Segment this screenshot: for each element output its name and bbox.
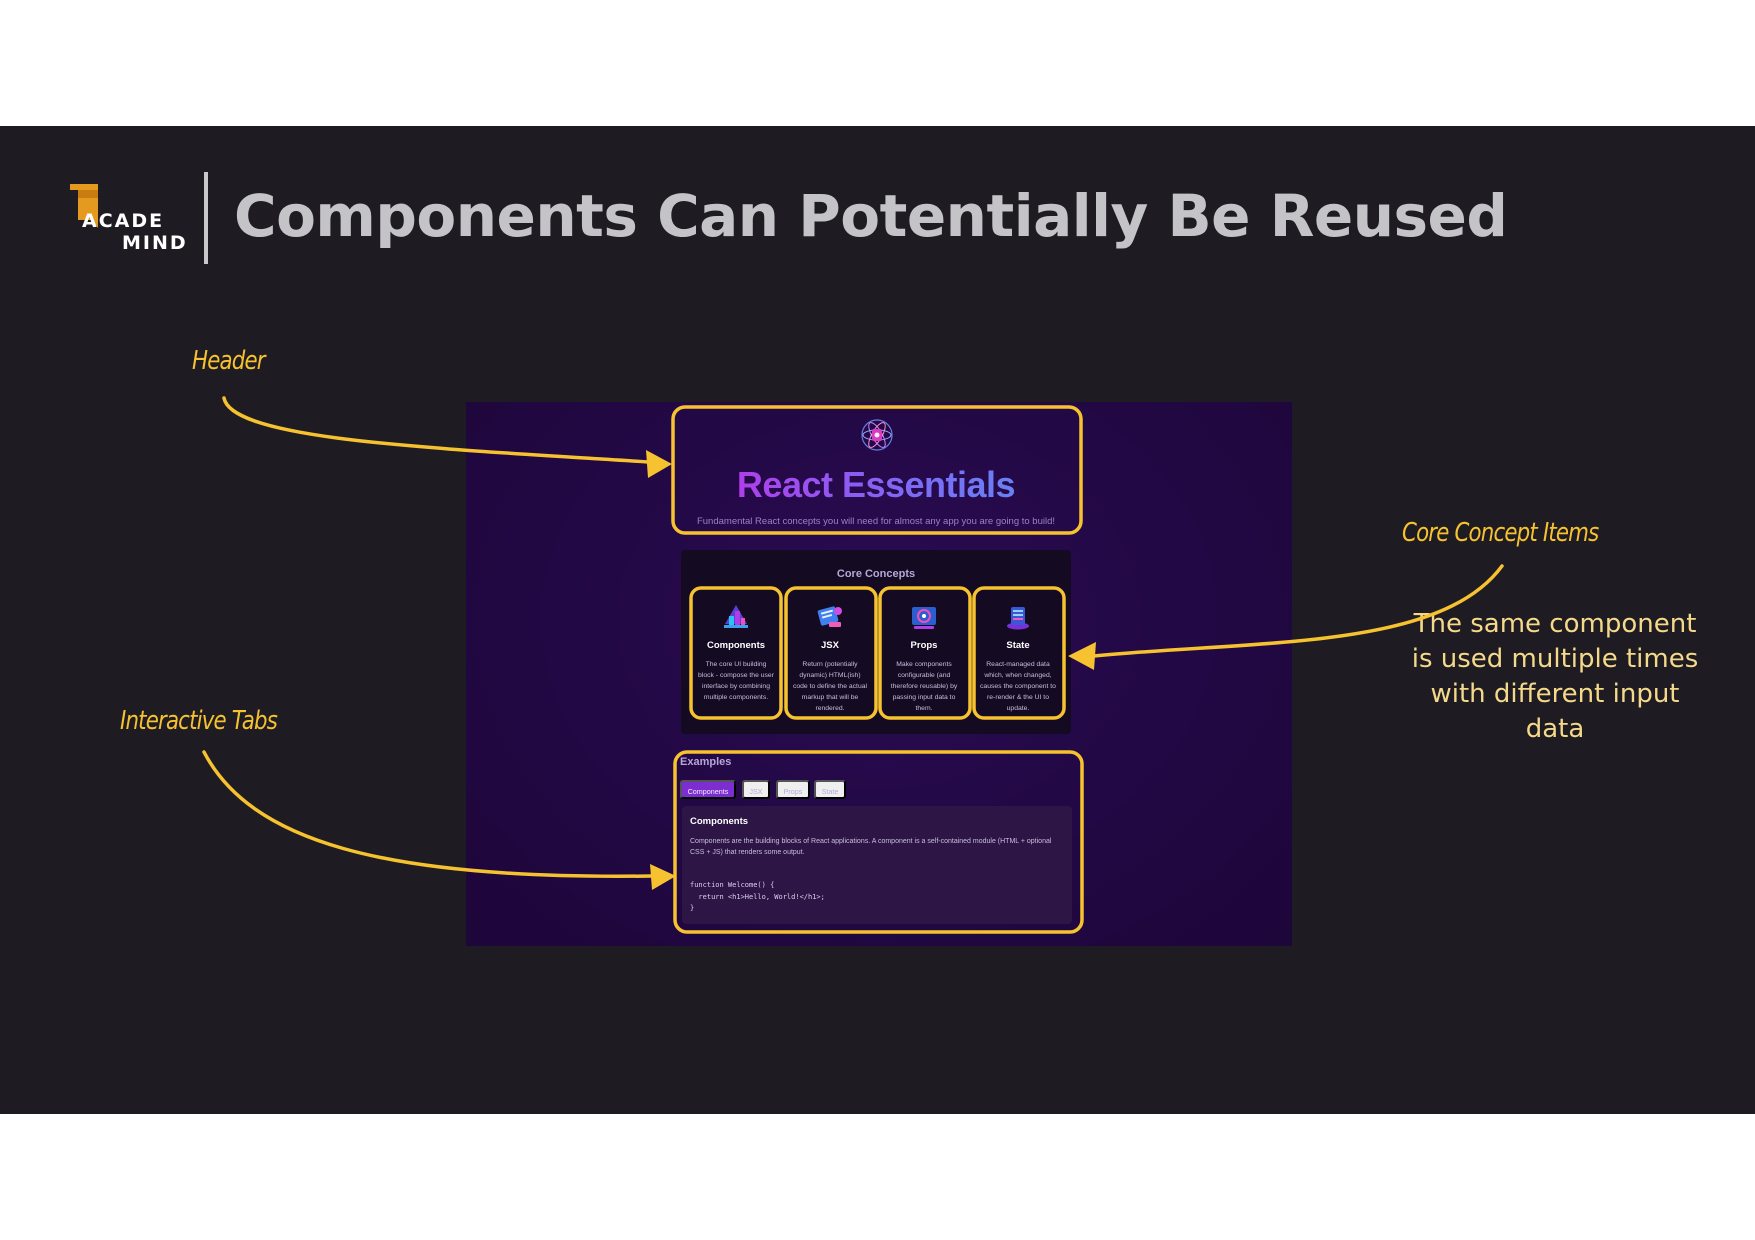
annotation-interactive-tabs: Interactive Tabs <box>120 706 278 736</box>
tab-content-title: Components <box>690 816 749 827</box>
app-header: React Essentials Fundamental React conce… <box>676 408 1076 532</box>
core-concept-title: Components <box>706 640 766 651</box>
tab-content-code: function Welcome() { return <h1>Hello, W… <box>690 881 825 912</box>
core-concepts-section: Core Concepts Components The core UI bui… <box>681 550 1071 734</box>
logo-line-2: MIND <box>122 232 188 254</box>
tab-content-description: Components are the building blocks of Re… <box>690 838 1052 856</box>
state-icon <box>1007 607 1029 630</box>
core-concept-description: Return (potentially dynamic) HTML(ish) c… <box>792 661 868 712</box>
core-concept-title: Props <box>910 640 938 651</box>
bookmark-icon <box>70 184 98 228</box>
jsx-icon <box>817 606 842 627</box>
core-concept-description: Make components configurable (and theref… <box>890 661 958 712</box>
core-concept-item-state: State React-managed data which, when cha… <box>975 592 1061 718</box>
core-concept-title: JSX <box>821 640 839 651</box>
reuse-note: The same component is used multiple time… <box>1411 609 1699 744</box>
annotation-header: Header <box>192 346 266 376</box>
examples-title: Examples <box>680 756 732 768</box>
core-concept-title: State <box>1006 640 1030 651</box>
core-concept-description: The core UI building block - compose the… <box>698 661 774 701</box>
title-divider <box>204 172 208 264</box>
annotation-core-concept-items: Core Concept Items <box>1402 518 1599 548</box>
tab-props[interactable]: Props <box>776 780 810 799</box>
app-screenshot: React Essentials Fundamental React conce… <box>466 402 1292 946</box>
react-atom-logo-icon <box>861 419 893 451</box>
core-concept-item-jsx: JSX Return (potentially dynamic) HTML(is… <box>787 592 873 718</box>
core-concept-item-components: Components The core UI building block - … <box>693 592 779 718</box>
app-description: Fundamental React concepts you will need… <box>696 516 1056 527</box>
tab-components[interactable]: Components <box>680 780 736 799</box>
tab-content-panel: Components Components are the building b… <box>682 806 1072 924</box>
examples-section: Examples Components JSX Props State Comp… <box>676 752 1078 936</box>
tab-state[interactable]: State <box>814 780 846 799</box>
components-icon <box>724 605 748 628</box>
core-concepts-title: Core Concepts <box>836 568 916 580</box>
logo-line-1: ACADE <box>82 210 165 232</box>
app-title: React Essentials <box>676 464 1076 506</box>
props-icon <box>912 607 936 629</box>
tab-jsx[interactable]: JSX <box>742 780 770 799</box>
academind-logo: ACADE MIND <box>68 182 186 254</box>
core-concept-item-props: Props Make components configurable (and … <box>881 592 967 718</box>
slide-title: Components Can Potentially Be Reused <box>234 182 1508 250</box>
core-concept-description: React-managed data which, when changed, … <box>980 661 1056 712</box>
